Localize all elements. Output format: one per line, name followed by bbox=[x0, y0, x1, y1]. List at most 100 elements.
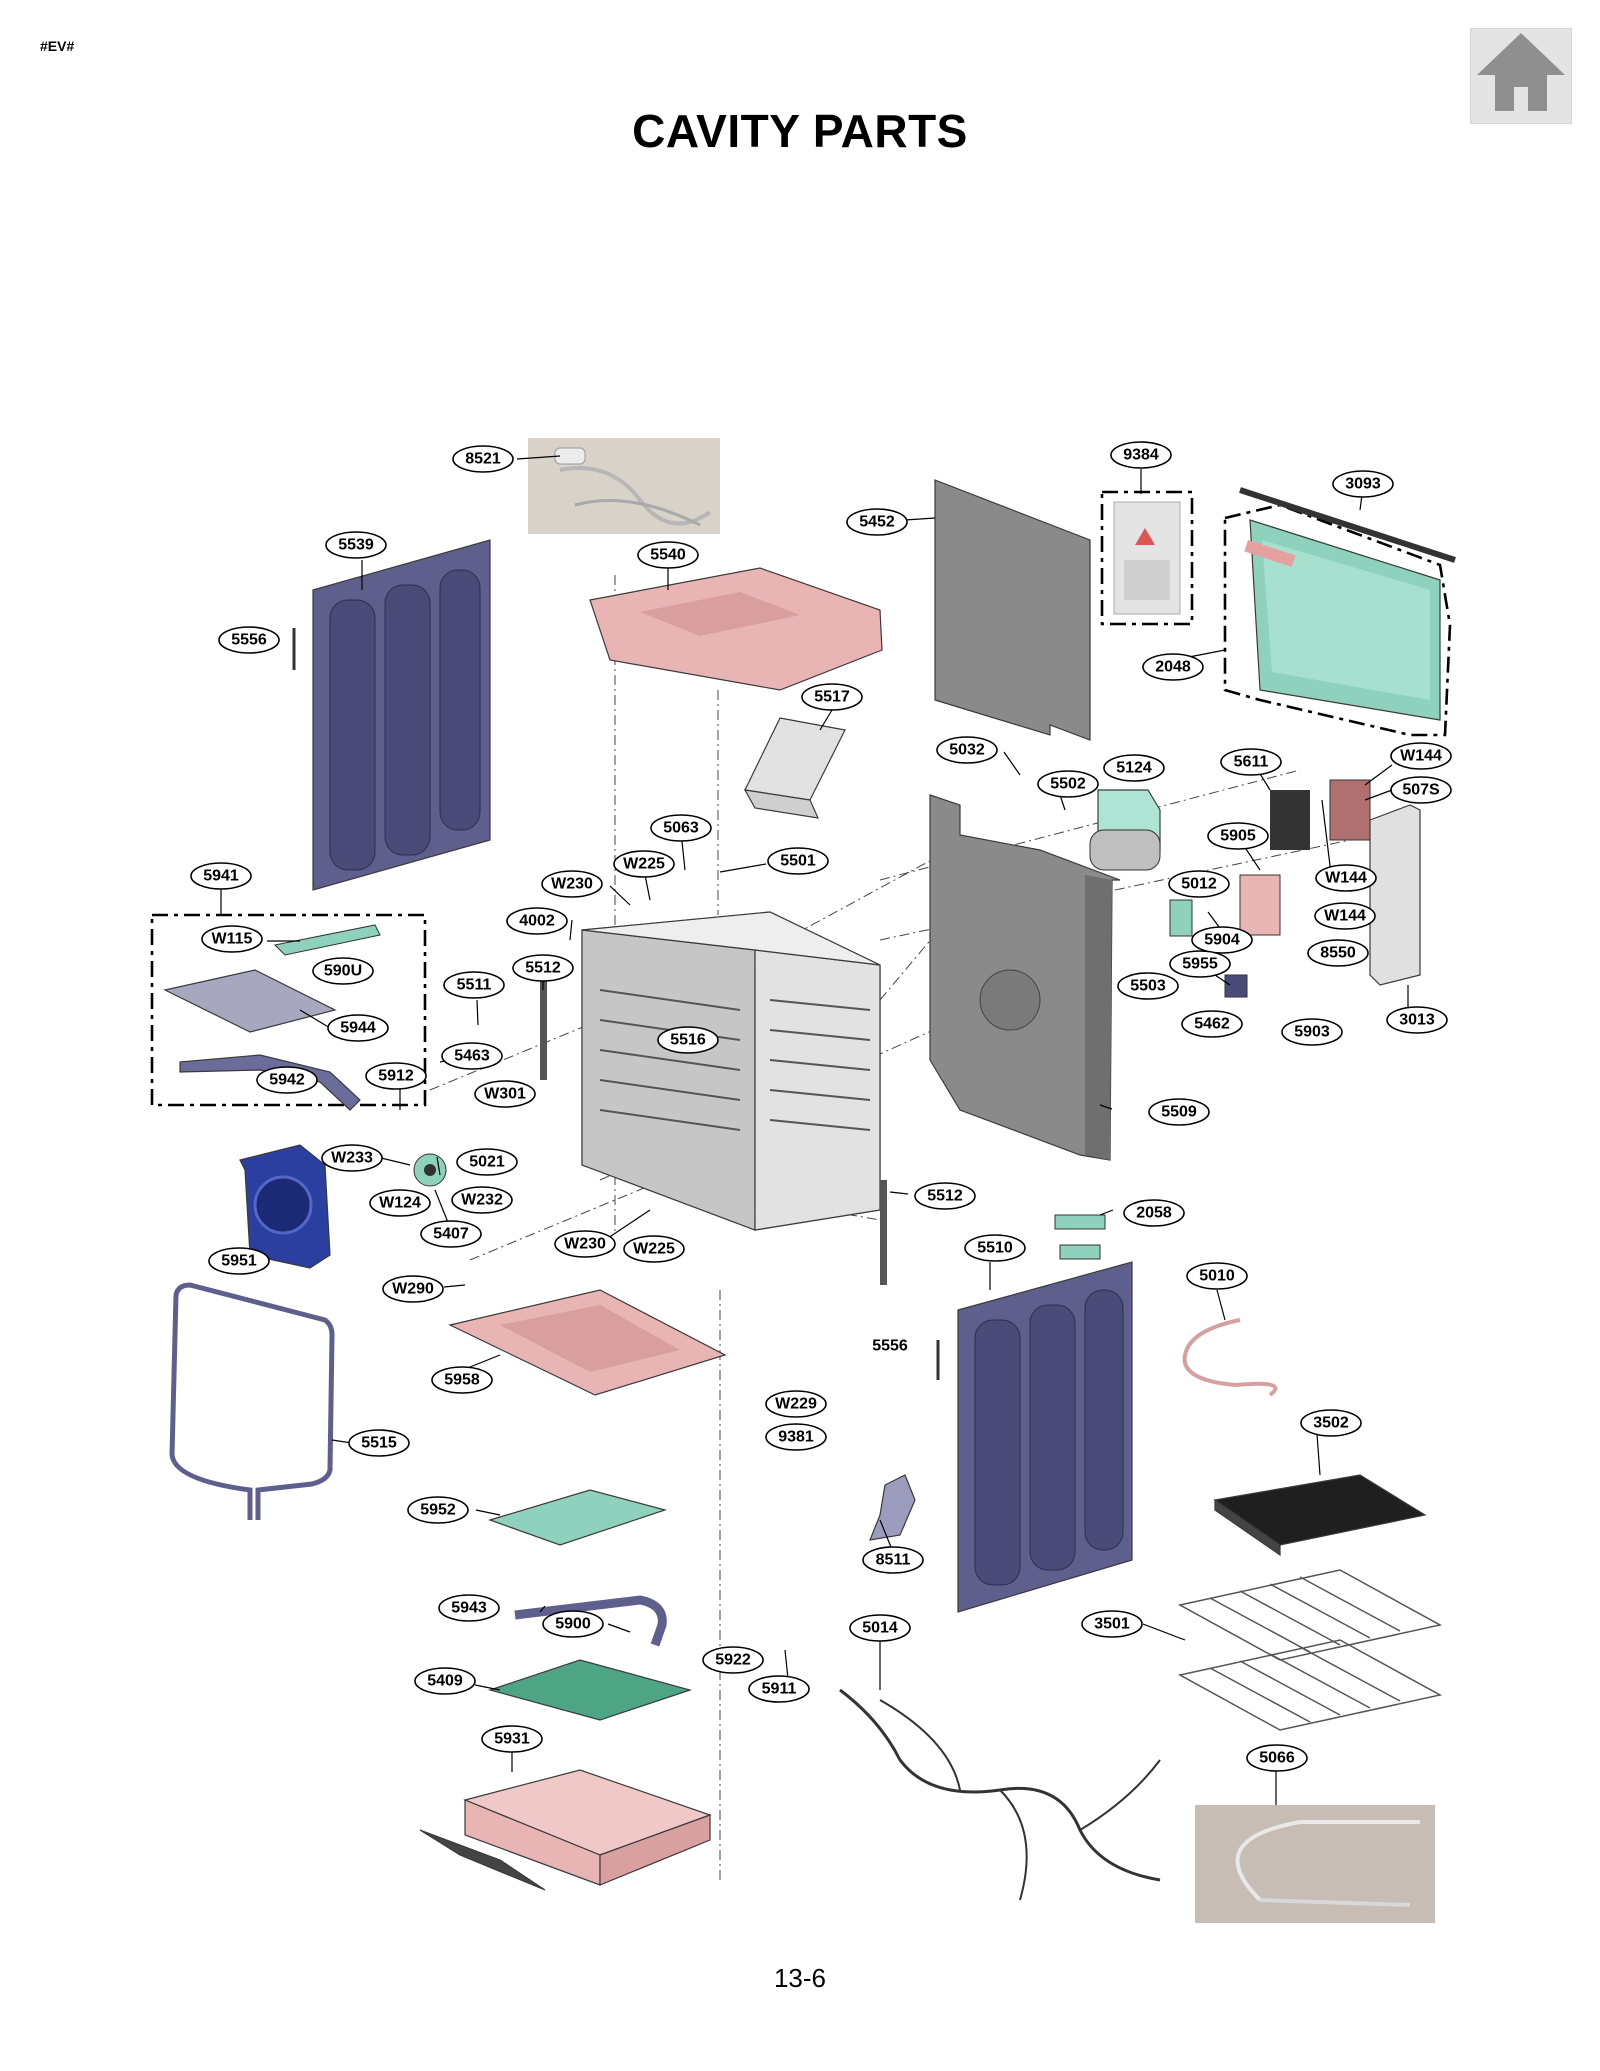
svg-text:W290: W290 bbox=[392, 1281, 434, 1298]
svg-text:9384: 9384 bbox=[1123, 447, 1159, 464]
svg-text:507S: 507S bbox=[1402, 782, 1440, 799]
svg-text:5032: 5032 bbox=[949, 742, 985, 759]
svg-text:5912: 5912 bbox=[378, 1068, 414, 1085]
callout-5501: 5501 bbox=[767, 847, 829, 875]
svg-text:5539: 5539 bbox=[338, 537, 374, 554]
part-5066-photo bbox=[1195, 1805, 1435, 1923]
callout-5124: 5124 bbox=[1103, 754, 1165, 782]
svg-text:5021: 5021 bbox=[469, 1154, 505, 1171]
svg-text:5063: 5063 bbox=[663, 820, 699, 837]
svg-text:2048: 2048 bbox=[1155, 659, 1191, 676]
callout-5951: 5951 bbox=[208, 1247, 270, 1275]
svg-text:W144: W144 bbox=[1325, 870, 1367, 887]
svg-text:5540: 5540 bbox=[650, 547, 686, 564]
part-5452-back-panel bbox=[934, 479, 1091, 741]
callout-w230-b: W230 bbox=[554, 1230, 616, 1258]
callout-5905: 5905 bbox=[1207, 822, 1269, 850]
callout-w144-c: W144 bbox=[1314, 902, 1376, 930]
callout-5512-a: 5512 bbox=[512, 954, 574, 982]
svg-text:5903: 5903 bbox=[1294, 1024, 1330, 1041]
callout-8511: 8511 bbox=[862, 1546, 924, 1574]
document-code: #EV# bbox=[40, 38, 75, 54]
callout-w144-b: W144 bbox=[1315, 864, 1377, 892]
svg-text:5463: 5463 bbox=[454, 1048, 490, 1065]
home-button[interactable] bbox=[1470, 28, 1572, 124]
callout-3501: 3501 bbox=[1081, 1610, 1143, 1638]
svg-text:W144: W144 bbox=[1324, 908, 1366, 925]
callout-4002: 4002 bbox=[506, 907, 568, 935]
svg-text:2058: 2058 bbox=[1136, 1205, 1172, 1222]
callout-w233: W233 bbox=[321, 1144, 383, 1172]
callout-5032: 5032 bbox=[936, 736, 998, 764]
svg-text:W230: W230 bbox=[551, 876, 593, 893]
callout-5943: 5943 bbox=[438, 1594, 500, 1622]
callout-w232: W232 bbox=[451, 1186, 513, 1214]
svg-text:W225: W225 bbox=[633, 1241, 675, 1258]
page-title: CAVITY PARTS bbox=[632, 105, 968, 157]
part-2058-board-b bbox=[1059, 1244, 1101, 1260]
svg-text:5556: 5556 bbox=[231, 632, 267, 649]
svg-text:5952: 5952 bbox=[420, 1502, 456, 1519]
callout-5911: 5911 bbox=[748, 1675, 810, 1703]
callout-5517: 5517 bbox=[801, 683, 863, 711]
callout-5409: 5409 bbox=[414, 1667, 476, 1695]
svg-text:5066: 5066 bbox=[1259, 1750, 1295, 1767]
callout-5516: 5516 bbox=[657, 1026, 719, 1054]
callout-5904: 5904 bbox=[1191, 926, 1253, 954]
callout-w290: W290 bbox=[382, 1275, 444, 1303]
callout-3013: 3013 bbox=[1386, 1006, 1448, 1034]
svg-text:5515: 5515 bbox=[361, 1435, 397, 1452]
svg-text:W115: W115 bbox=[212, 931, 253, 948]
svg-text:5922: 5922 bbox=[715, 1652, 751, 1669]
callout-5922: 5922 bbox=[702, 1646, 764, 1674]
callout-8550: 8550 bbox=[1307, 939, 1369, 967]
callout-5063: 5063 bbox=[650, 814, 712, 842]
svg-text:5944: 5944 bbox=[340, 1020, 376, 1037]
part-5014-harness bbox=[839, 1688, 1161, 1882]
svg-text:W229: W229 bbox=[775, 1396, 817, 1413]
svg-text:W124: W124 bbox=[379, 1195, 421, 1212]
callout-5952: 5952 bbox=[407, 1496, 469, 1524]
part-5462-switch bbox=[1224, 974, 1248, 998]
part-5539-panel bbox=[312, 539, 491, 891]
callout-5912: 5912 bbox=[365, 1062, 427, 1090]
svg-text:W233: W233 bbox=[331, 1150, 373, 1167]
svg-text:3013: 3013 bbox=[1399, 1012, 1435, 1029]
part-5515-element bbox=[169, 1282, 335, 1520]
part-3013-tray bbox=[1369, 804, 1421, 986]
part-507s-relay bbox=[1329, 779, 1371, 841]
callout-5014: 5014 bbox=[849, 1614, 911, 1642]
svg-text:5931: 5931 bbox=[494, 1731, 530, 1748]
callout-2058: 2058 bbox=[1123, 1199, 1185, 1227]
part-3502-tray bbox=[1213, 1474, 1427, 1557]
svg-text:5012: 5012 bbox=[1181, 876, 1217, 893]
callout-5941: 5941 bbox=[190, 862, 252, 890]
callout-w115: W115 bbox=[201, 925, 263, 953]
callout-w124: W124 bbox=[369, 1189, 431, 1217]
svg-text:8550: 8550 bbox=[1320, 945, 1356, 962]
part-5409-plate bbox=[487, 1659, 693, 1721]
part-5512-rail bbox=[540, 980, 547, 1080]
callout-w144-a: W144 bbox=[1390, 742, 1452, 770]
svg-text:5955: 5955 bbox=[1182, 956, 1218, 973]
callout-5452: 5452 bbox=[846, 508, 908, 536]
part-5611-board bbox=[1270, 790, 1310, 850]
svg-text:5511: 5511 bbox=[457, 977, 492, 994]
svg-text:3093: 3093 bbox=[1345, 476, 1381, 493]
callout-5463: 5463 bbox=[441, 1042, 503, 1070]
svg-text:5904: 5904 bbox=[1204, 932, 1240, 949]
callout-5502: 5502 bbox=[1037, 770, 1099, 798]
svg-text:5512: 5512 bbox=[927, 1188, 963, 1205]
callout-w229: W229 bbox=[765, 1390, 827, 1418]
svg-text:5124: 5124 bbox=[1116, 760, 1152, 777]
svg-text:5958: 5958 bbox=[444, 1372, 480, 1389]
svg-text:5611: 5611 bbox=[1234, 754, 1269, 771]
part-5517-duct bbox=[743, 717, 846, 819]
svg-text:5014: 5014 bbox=[862, 1620, 898, 1637]
svg-text:8511: 8511 bbox=[876, 1552, 911, 1569]
callout-5066: 5066 bbox=[1246, 1744, 1308, 1772]
callout-5509: 5509 bbox=[1148, 1098, 1210, 1126]
svg-text:W301: W301 bbox=[484, 1086, 526, 1103]
callout-5511: 5511 bbox=[443, 971, 505, 999]
callout-5012: 5012 bbox=[1168, 870, 1230, 898]
